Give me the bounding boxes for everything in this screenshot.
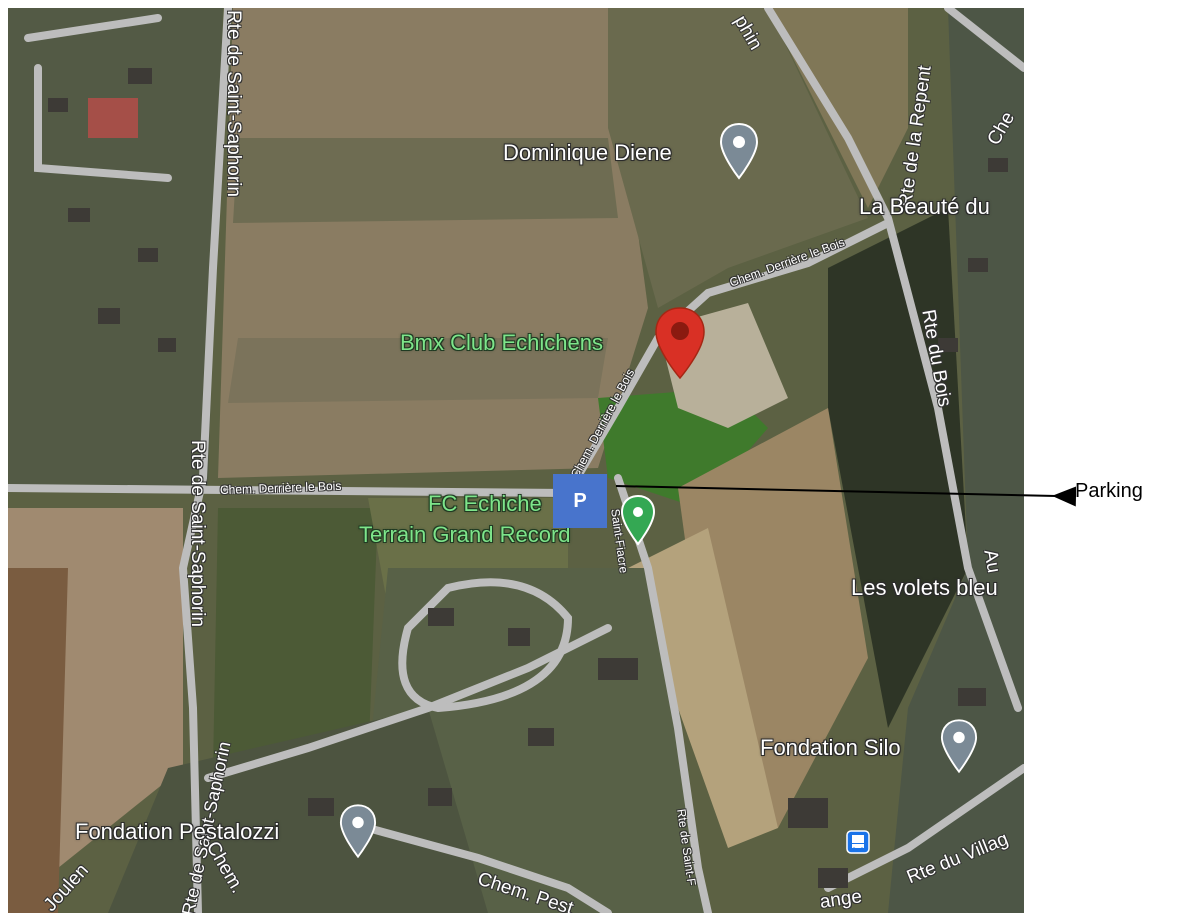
gray-place-pin-icon[interactable]	[339, 803, 377, 859]
parking-callout-label: Parking	[1075, 480, 1143, 502]
bus-stop-icon[interactable]	[846, 830, 870, 856]
red-selected-pin-icon[interactable]	[654, 306, 706, 380]
place-label-bmx-club[interactable]: Bmx Club Echichens	[400, 330, 603, 355]
satellite-map[interactable]: Rte de Saint-Saphorin Rte de Saint-Sapho…	[8, 8, 1024, 913]
green-sports-pin-icon[interactable]	[620, 494, 656, 546]
place-label-la-beaute[interactable]: La Beauté du	[859, 194, 990, 219]
place-label-fc-echichens-line1[interactable]: FC Echiche	[428, 491, 542, 516]
parking-marker[interactable]: P	[553, 474, 607, 528]
place-label-fondation-silo[interactable]: Fondation Silo	[760, 735, 901, 760]
gray-place-pin-icon[interactable]	[940, 718, 978, 774]
place-label-les-volets-bleus[interactable]: Les volets bleu	[851, 575, 998, 600]
place-label-fc-echichens-line2[interactable]: Terrain Grand Record	[359, 522, 571, 547]
road-label-rte-saint-saphorin-mid: Rte de Saint-Saphorin	[187, 440, 208, 627]
place-label-fondation-pestalozzi[interactable]: Fondation Pestalozzi	[75, 819, 280, 844]
map-imagery	[8, 8, 1024, 913]
place-label-dominique-diene[interactable]: Dominique Diene	[503, 140, 672, 165]
gray-place-pin-icon[interactable]	[719, 122, 759, 180]
road-label-rte-saint-saphorin-top: Rte de Saint-Saphorin	[223, 10, 244, 197]
road-label-au: Au	[979, 548, 1005, 575]
